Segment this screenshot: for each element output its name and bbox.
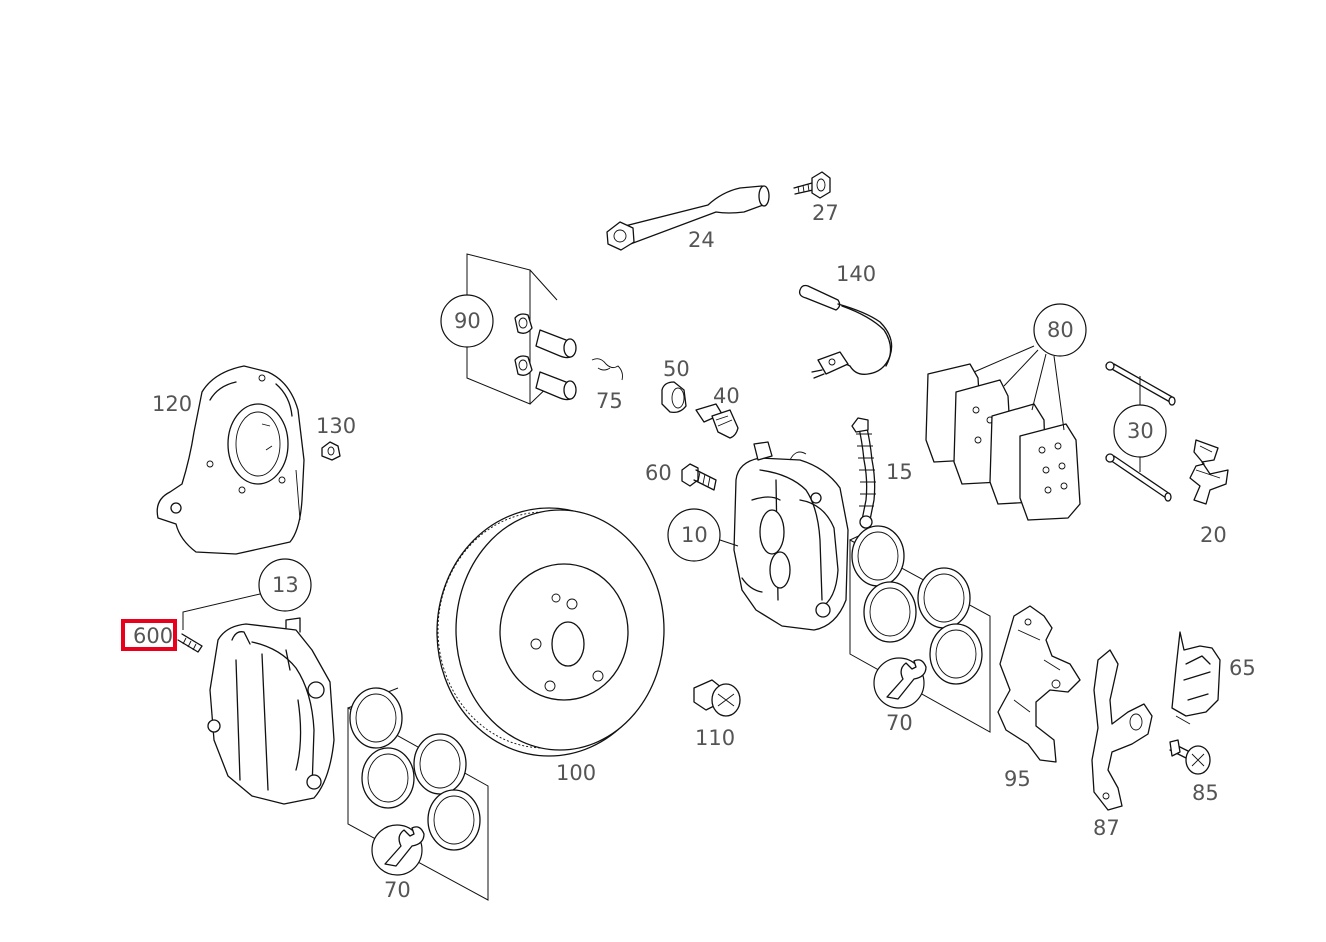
label-85: 85 [1192,781,1219,805]
callout-30[interactable] [1113,404,1167,458]
label-75: 75 [596,389,623,413]
part-27-small-bolt[interactable] [793,171,831,199]
part-50-dust-cap[interactable] [661,381,687,414]
label-600: 600 [133,624,173,648]
part-15-brake-hose[interactable] [851,417,876,529]
label-15: 15 [886,460,913,484]
label-13: 13 [272,573,299,597]
wrench-icon-left [371,824,425,876]
label-90: 90 [454,309,481,333]
label-20: 20 [1200,523,1227,547]
label-40: 40 [713,384,740,408]
part-65-anti-squeal-plate[interactable] [1171,631,1221,725]
label-100: 100 [556,761,596,785]
label-60: 60 [645,461,672,485]
part-100-brake-disc[interactable] [436,507,665,757]
label-130: 130 [316,414,356,438]
part-30-retaining-pins[interactable] [1105,361,1176,502]
callout-13[interactable] [258,558,312,612]
part-20-anti-rattle-spring[interactable] [1189,439,1229,505]
part-10-brake-caliper[interactable] [733,441,849,631]
part-120-dust-shield[interactable] [156,365,305,555]
part-130-screw[interactable] [321,441,341,461]
part-13-brake-caliper[interactable] [207,617,335,805]
label-70-right: 70 [886,711,913,735]
label-65: 65 [1229,656,1256,680]
callout-10[interactable] [667,508,721,562]
label-70-left: 70 [384,878,411,902]
part-60-caliper-bolt[interactable] [681,463,717,491]
part-95-retaining-plate[interactable] [997,605,1081,763]
label-27: 27 [812,201,839,225]
label-140: 140 [836,262,876,286]
label-50: 50 [663,357,690,381]
part-40-bleed-screw[interactable] [695,403,739,439]
part-110-disc-screw[interactable] [693,679,741,717]
callout-90[interactable] [440,294,494,348]
part-90-guide-kit[interactable] [466,253,577,405]
part-24-long-bolt[interactable] [606,185,770,251]
label-80: 80 [1047,318,1074,342]
part-600-caliper-bolt[interactable] [177,633,203,653]
callout-80[interactable] [1033,303,1087,357]
part-70-seal-kit-left[interactable] [347,687,489,901]
label-30: 30 [1127,419,1154,443]
label-120: 120 [152,392,192,416]
part-70-seal-kit-right[interactable] [849,525,991,733]
wrench-icon-right [873,657,927,709]
part-140-wear-sensor[interactable] [798,284,893,379]
label-10: 10 [681,523,708,547]
part-80-brake-pads[interactable] [925,345,1081,521]
part-85-screw[interactable] [1169,739,1211,775]
label-24: 24 [688,228,715,252]
part-75-spring-clip[interactable] [591,358,623,381]
label-95: 95 [1004,767,1031,791]
label-110: 110 [695,726,735,750]
part-87-spreader-spring[interactable] [1091,649,1153,811]
label-87: 87 [1093,816,1120,840]
highlight-box-600[interactable] [121,619,177,651]
